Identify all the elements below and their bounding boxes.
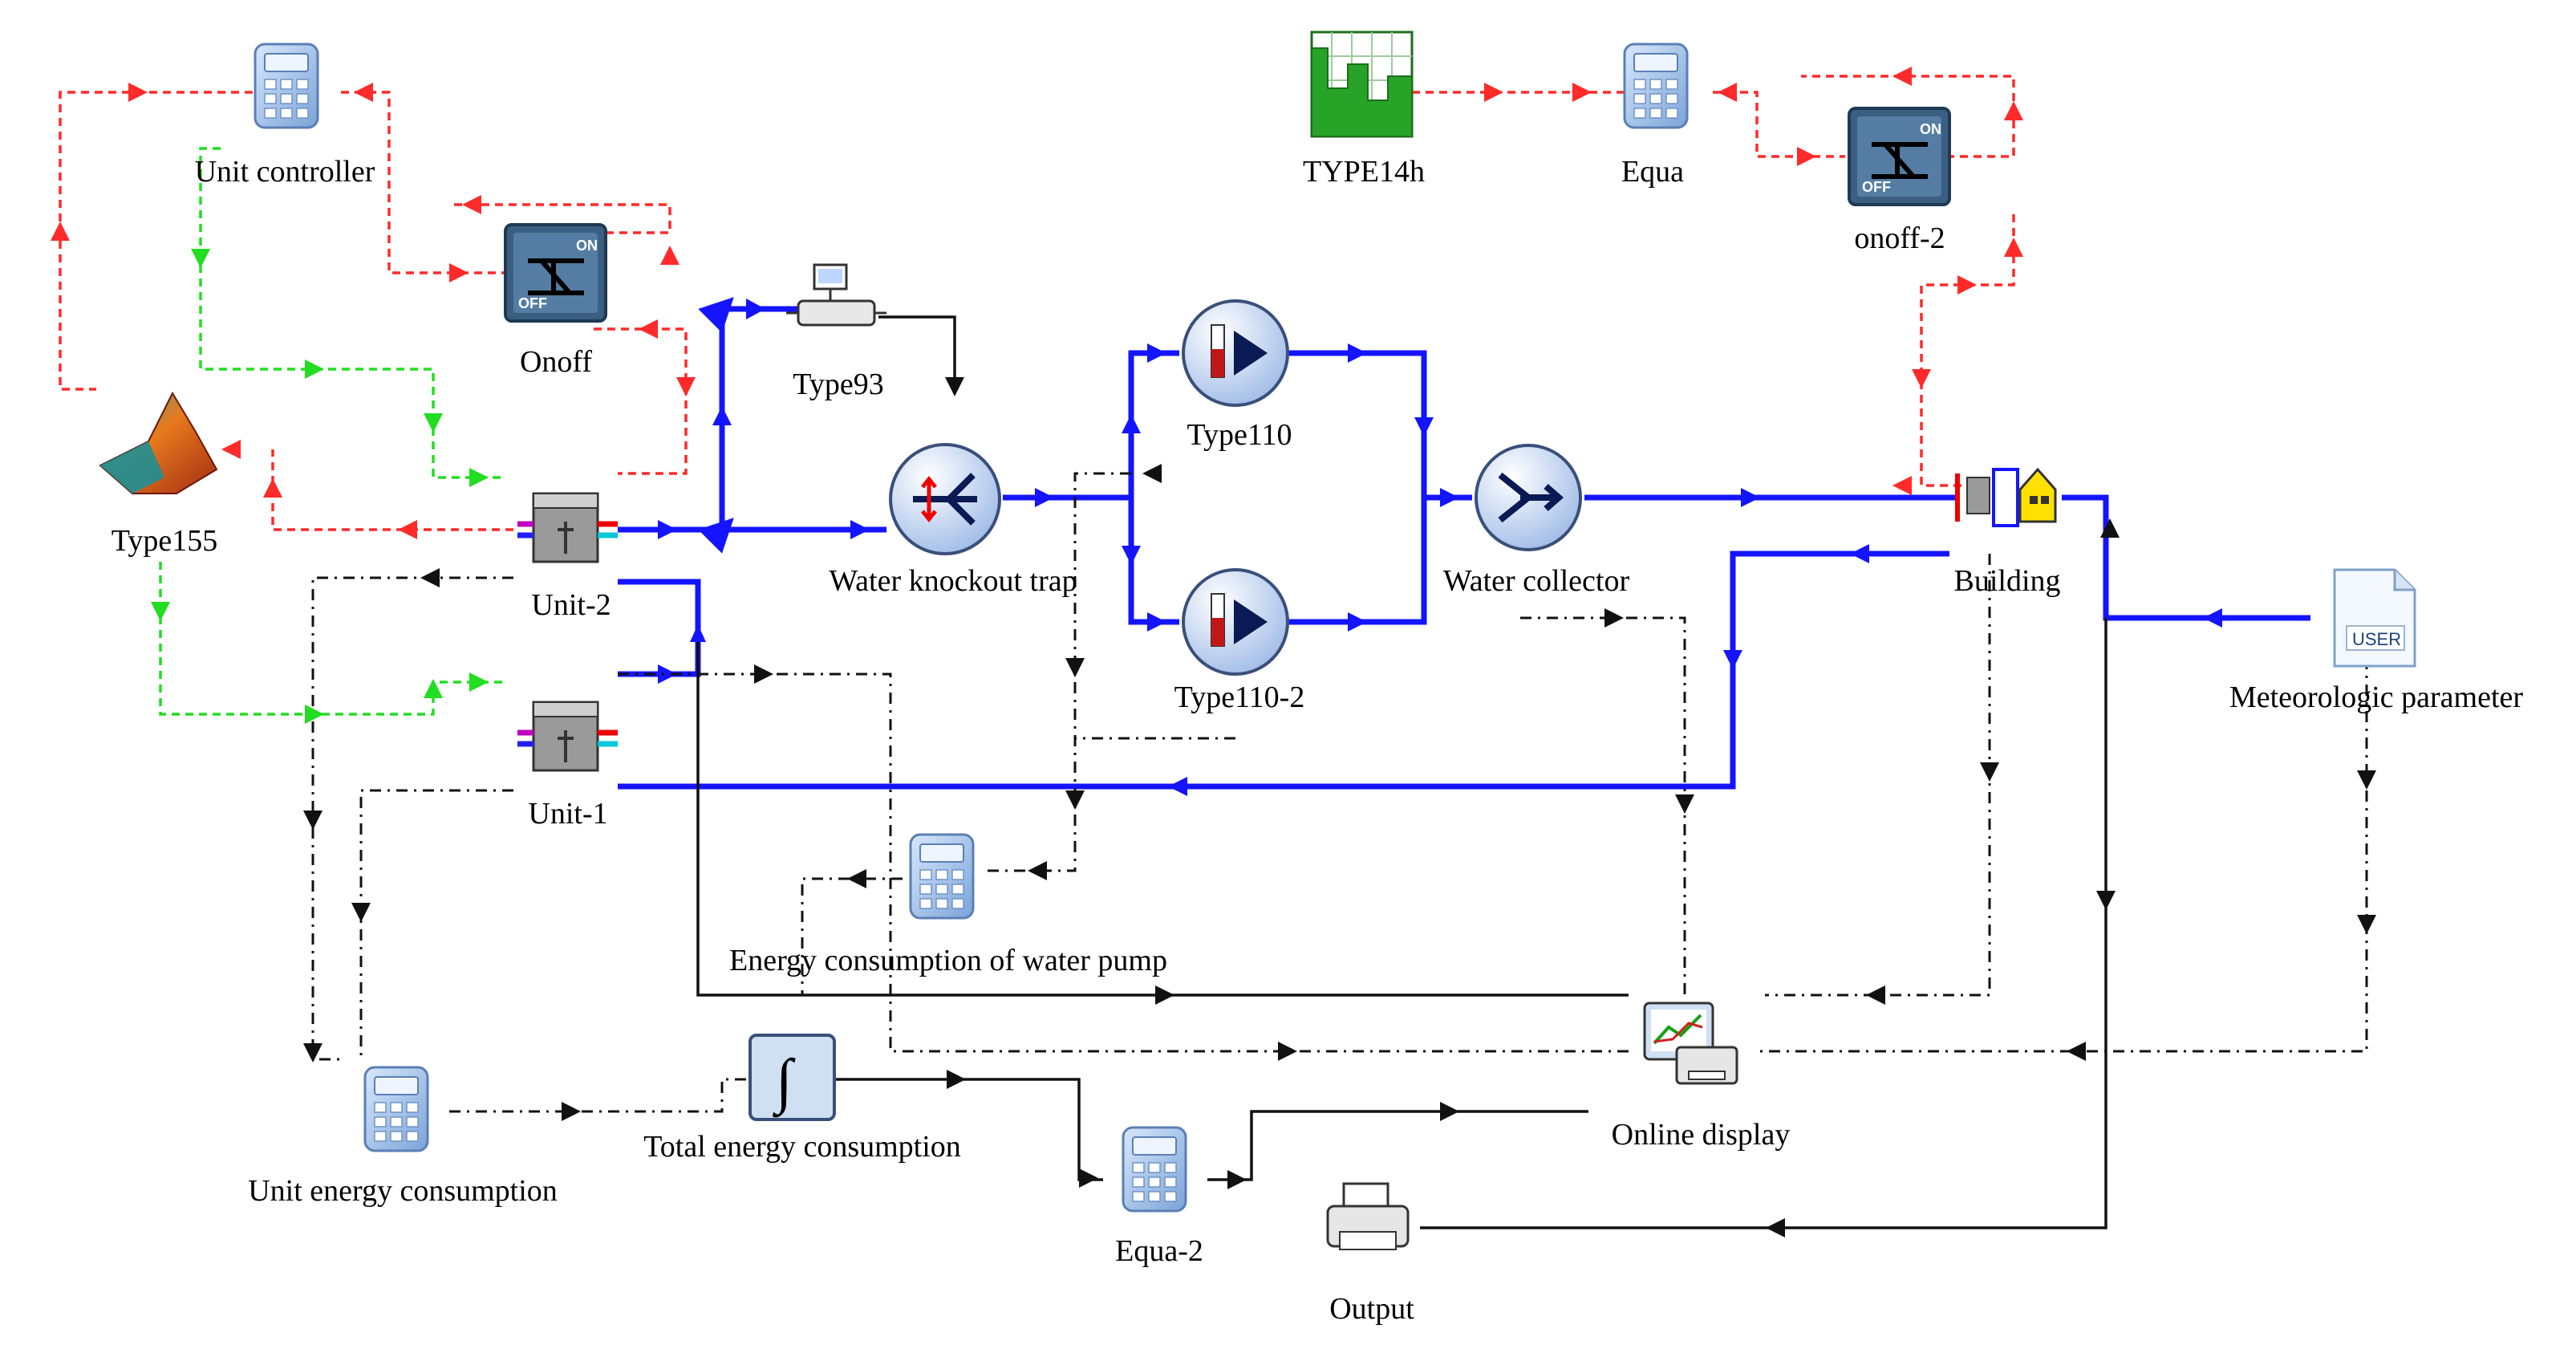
svg-text:∫: ∫ (773, 1047, 796, 1118)
node-label-building: Building (1953, 564, 2061, 598)
building-icon[interactable] (1955, 467, 2057, 527)
node-label-output: Output (1329, 1292, 1414, 1326)
node-label-total-energy: Total energy consumption (643, 1130, 961, 1164)
calculator-icon[interactable] (254, 43, 319, 129)
svg-text:OFF: OFF (518, 295, 547, 311)
node-label-water-knockout-trap: Water knockout trap (829, 564, 1077, 598)
user-data-file-icon[interactable]: USER (2333, 568, 2416, 668)
on-off-switch-icon[interactable]: ON OFF (1848, 107, 1951, 206)
node-label-type14h: TYPE14h (1303, 155, 1425, 189)
svg-text:ON: ON (576, 238, 598, 254)
node-label-online-display: Online display (1611, 1118, 1791, 1152)
node-label-unit2: Unit-2 (531, 588, 611, 622)
matlab-surface-icon[interactable] (99, 391, 218, 494)
pump-icon[interactable] (1182, 299, 1289, 407)
heat-pump-unit-icon[interactable] (517, 492, 618, 563)
computer-device-icon[interactable] (786, 263, 886, 327)
node-label-onoff-2: onoff-2 (1854, 221, 1945, 255)
node-label-unit-controller: Unit controller (194, 155, 375, 189)
on-off-switch-icon[interactable]: ON OFF (504, 223, 607, 323)
node-label-water-collector: Water collector (1442, 564, 1630, 598)
calculator-icon[interactable] (1122, 1126, 1187, 1213)
svg-text:OFF: OFF (1862, 179, 1891, 195)
node-label-type155: Type155 (111, 524, 218, 558)
heat-pump-unit-icon[interactable] (517, 701, 618, 772)
node-label-onoff: Onoff (519, 345, 593, 379)
control-signal-lines (59, 75, 2015, 531)
mixer-icon[interactable] (1475, 444, 1582, 551)
node-label-equa-2: Equa-2 (1115, 1234, 1203, 1268)
unit-signal-lines (159, 147, 505, 716)
node-label-unit-energy: Unit energy consumption (248, 1174, 558, 1208)
calculator-icon[interactable] (363, 1066, 429, 1152)
node-label-meteorologic-parameter: Meteorologic parameter (2229, 681, 2524, 714)
online-plotter-icon[interactable] (1643, 1002, 1738, 1085)
info-links (696, 315, 2107, 1229)
node-label-type110: Type110 (1187, 418, 1292, 452)
node-label-equa: Equa (1621, 155, 1685, 189)
node-label-type110-2: Type110-2 (1174, 681, 1305, 714)
svg-text:ON: ON (1920, 121, 1941, 137)
diverter-icon[interactable] (889, 443, 1001, 555)
node-label-unit1: Unit-1 (528, 797, 608, 831)
pump-icon[interactable] (1182, 568, 1289, 676)
calculator-icon[interactable] (909, 833, 975, 920)
node-label-energy-water-pump: Energy consumption of water pump (729, 944, 1167, 977)
info-link-arrows (303, 377, 2376, 1237)
svg-text:USER: USER (2352, 629, 2401, 649)
water-flow-arrows (658, 299, 2222, 796)
forcing-function-chart-icon[interactable] (1310, 30, 1414, 138)
integrator-icon[interactable]: ∫ (748, 1034, 836, 1121)
control-signal-arrows (51, 67, 2023, 539)
calculator-icon[interactable] (1623, 43, 1689, 129)
node-label-type93: Type93 (793, 368, 884, 401)
unit-signal-arrows (151, 249, 489, 724)
printer-icon[interactable] (1326, 1182, 1410, 1250)
